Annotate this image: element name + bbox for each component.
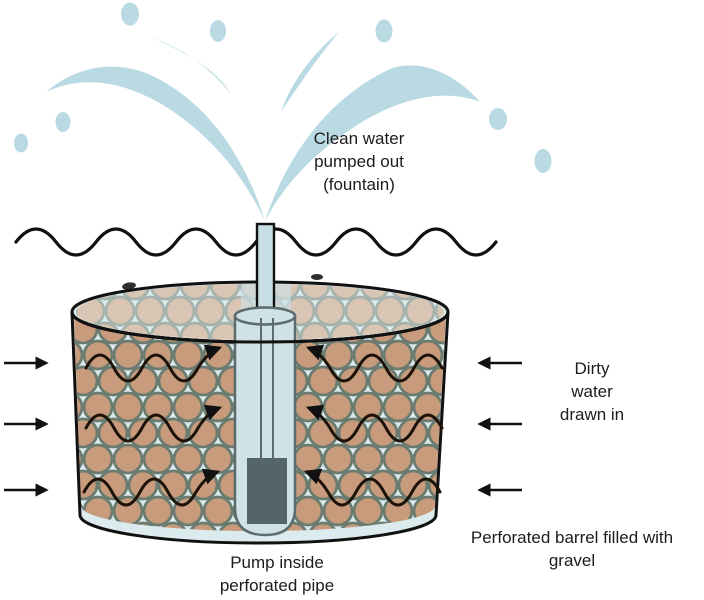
outlet-pipe — [255, 222, 276, 318]
label-clean-water: Clean water pumped out (fountain) — [314, 127, 405, 196]
water-droplet — [534, 149, 552, 173]
label-line: pumped out — [314, 152, 404, 171]
flow-wave-arrow-right — [305, 404, 444, 443]
rim-pebble — [122, 282, 136, 290]
inflow-arrows-right — [477, 356, 522, 497]
label-line: drawn in — [559, 405, 625, 424]
barrel-front-rim-over-pipe — [70, 311, 450, 344]
flow-wave-arrow-right — [303, 468, 442, 507]
label-line: Pump inside — [230, 553, 324, 572]
inflow-arrows-left — [4, 356, 49, 497]
rim-pebble — [311, 274, 323, 280]
flow-wave-arrow-left — [82, 468, 221, 507]
water-droplet — [375, 19, 393, 43]
label-line: Clean water — [313, 129, 405, 148]
spray-accent-right — [281, 31, 340, 112]
label-line: Dirty — [574, 359, 610, 378]
label-line: water — [571, 382, 613, 401]
fountain-spray — [46, 31, 480, 222]
pump — [247, 458, 287, 524]
water-droplet — [210, 20, 226, 42]
label-dirty-water: Dirty water drawn in — [560, 357, 624, 426]
water-droplet — [489, 108, 507, 130]
label-pump: Pump inside perforated pipe — [220, 551, 334, 597]
label-line: perforated pipe — [219, 576, 335, 595]
flow-wave-arrow-left — [84, 344, 223, 383]
water-droplets — [14, 2, 552, 173]
flow-arrows — [82, 344, 444, 507]
perforated-pipe-top — [233, 306, 297, 326]
water-droplet — [55, 112, 71, 132]
label-line: Perforated barrel filled with — [470, 528, 674, 547]
label-perforated-barrel: Perforated barrel filled with gravel — [471, 526, 673, 572]
label-line: (fountain) — [323, 175, 395, 194]
spray-arc-right — [265, 65, 480, 222]
spray-arc-left — [46, 66, 265, 221]
flow-wave-arrow-right — [305, 344, 444, 383]
water-droplet — [121, 2, 139, 26]
water-droplet — [14, 133, 28, 153]
pump-tube — [70, 306, 450, 537]
label-line: gravel — [548, 551, 596, 570]
flow-wave-arrow-left — [84, 404, 223, 443]
